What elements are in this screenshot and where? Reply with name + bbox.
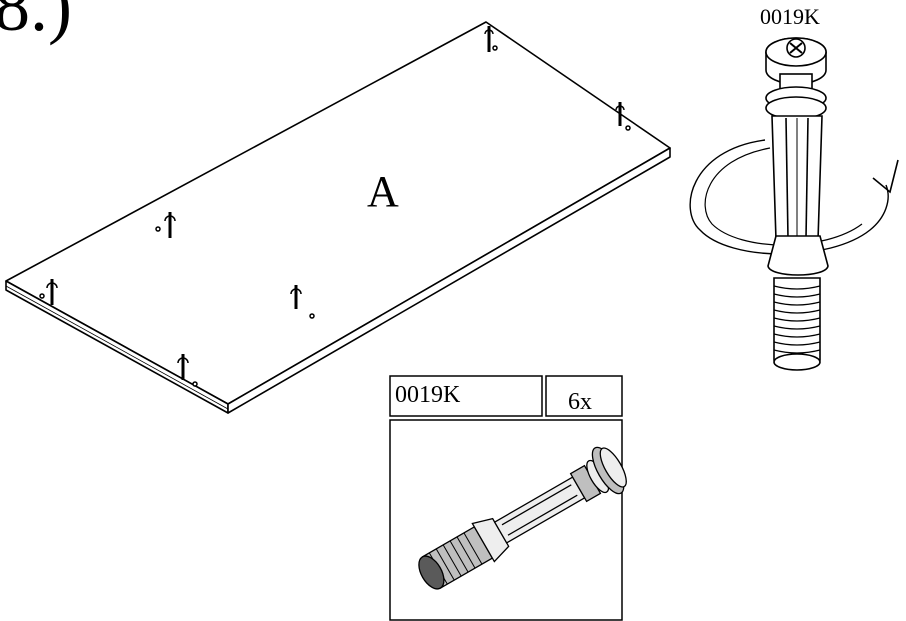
dowel-marker	[615, 102, 631, 131]
panel-right-edge	[227, 147, 671, 414]
detail-dowel	[689, 37, 899, 371]
step-number: 8.)	[0, 0, 72, 46]
expansion-dowel-icon	[418, 446, 627, 590]
panel-dowels	[39, 26, 631, 387]
rotation-arrow-icon	[689, 139, 889, 255]
panel-label: A	[367, 167, 399, 216]
dowel-marker	[177, 354, 198, 387]
dowel-marker	[39, 279, 58, 305]
dowel-marker	[484, 26, 498, 52]
dowel-marker	[155, 212, 176, 238]
detail-part-code: 0019K	[760, 4, 820, 29]
dowel-marker	[290, 285, 315, 319]
parts-list-code: 0019K	[395, 382, 461, 408]
panel-a	[5, 21, 671, 414]
parts-list-quantity: 6x	[568, 389, 592, 415]
